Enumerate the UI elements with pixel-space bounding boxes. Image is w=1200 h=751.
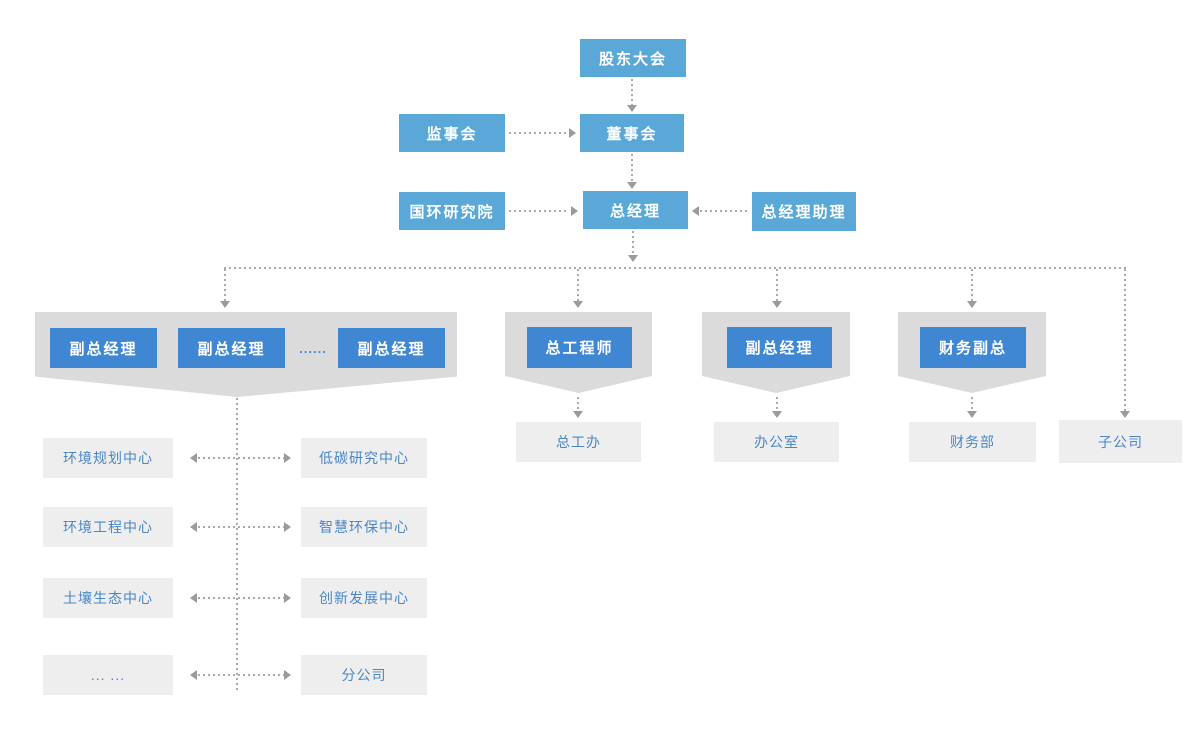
- connector-research-gm: [509, 210, 569, 212]
- dept-env-engineering-center: 环境工程中心: [43, 507, 173, 547]
- connector-assistant-gm: [700, 210, 748, 212]
- arrow-left-row1: [190, 453, 197, 463]
- arrow-down-gm: [627, 182, 637, 189]
- dept-subsidiary: 子公司: [1059, 420, 1182, 463]
- arrow-left-gm: [692, 206, 699, 216]
- connector-row1: [198, 457, 284, 459]
- arrow-down-deputies: [220, 301, 230, 308]
- node-guohuan-research-institute: 国环研究院: [399, 192, 505, 230]
- arrow-down-finance-dept: [967, 411, 977, 418]
- arrow-down-admin-office: [772, 411, 782, 418]
- dept-finance-department: 财务部: [909, 422, 1036, 462]
- dept-admin-office: 办公室: [714, 422, 839, 462]
- branch-rail: [224, 267, 1126, 269]
- arrow-down-deputy-admin: [772, 301, 782, 308]
- dept-soil-ecology-center: 土壤生态中心: [43, 578, 173, 618]
- drop-deputies: [224, 269, 226, 301]
- arrow-down-subsidiary: [1120, 411, 1130, 418]
- drop-subsidiary: [1124, 269, 1126, 411]
- arrow-right-board: [569, 128, 576, 138]
- arrow-right-row4: [284, 670, 291, 680]
- arrow-down-chief-engineer: [573, 301, 583, 308]
- arrow-left-row2: [190, 522, 197, 532]
- connector-admin-office: [776, 397, 778, 411]
- connector-shareholders-board: [631, 79, 633, 105]
- dept-ellipsis: ... ...: [43, 655, 173, 695]
- arrow-down-branch: [628, 255, 638, 262]
- deputies-ellipsis: ......: [299, 340, 327, 356]
- connector-finance-dept: [971, 397, 973, 411]
- node-board-of-directors: 董事会: [580, 114, 684, 152]
- connector-ce-office: [577, 397, 579, 411]
- arrow-right-row1: [284, 453, 291, 463]
- dept-innovation-dev-center: 创新发展中心: [301, 578, 427, 618]
- dept-env-planning-center: 环境规划中心: [43, 438, 173, 478]
- drop-finance-deputy: [971, 269, 973, 301]
- connector-row3: [198, 597, 284, 599]
- arrow-right-row3: [284, 593, 291, 603]
- dept-chief-engineer-office: 总工办: [516, 422, 641, 462]
- node-finance-deputy: 财务副总: [920, 327, 1026, 368]
- connector-board-gm: [631, 154, 633, 182]
- node-chief-engineer: 总工程师: [527, 327, 632, 368]
- arrow-right-gm: [571, 206, 578, 216]
- node-gm-assistant: 总经理助理: [752, 192, 856, 231]
- arrow-left-row4: [190, 670, 197, 680]
- node-deputy-gm-1: 副总经理: [50, 328, 157, 368]
- node-deputy-gm-admin: 副总经理: [727, 327, 832, 368]
- node-shareholders-meeting: 股东大会: [580, 39, 686, 77]
- dept-branch-company: 分公司: [301, 655, 427, 695]
- connector-gm-branch: [632, 231, 634, 255]
- node-deputy-gm-3: 副总经理: [338, 328, 445, 368]
- arrow-down-ce-office: [573, 411, 583, 418]
- node-general-manager: 总经理: [583, 191, 688, 229]
- connector-row2: [198, 526, 284, 528]
- connector-supervisory-board: [509, 132, 567, 134]
- connector-row4: [198, 674, 284, 676]
- dept-low-carbon-research-center: 低碳研究中心: [301, 438, 427, 478]
- drop-deputy-admin: [776, 269, 778, 301]
- node-supervisory-board: 监事会: [399, 114, 505, 152]
- deputies-spine: [236, 398, 238, 690]
- arrow-right-row2: [284, 522, 291, 532]
- node-deputy-gm-2: 副总经理: [178, 328, 285, 368]
- arrow-left-row3: [190, 593, 197, 603]
- arrow-down-board: [627, 105, 637, 112]
- dept-smart-env-center: 智慧环保中心: [301, 507, 427, 547]
- drop-chief-engineer: [577, 269, 579, 301]
- arrow-down-finance-deputy: [967, 301, 977, 308]
